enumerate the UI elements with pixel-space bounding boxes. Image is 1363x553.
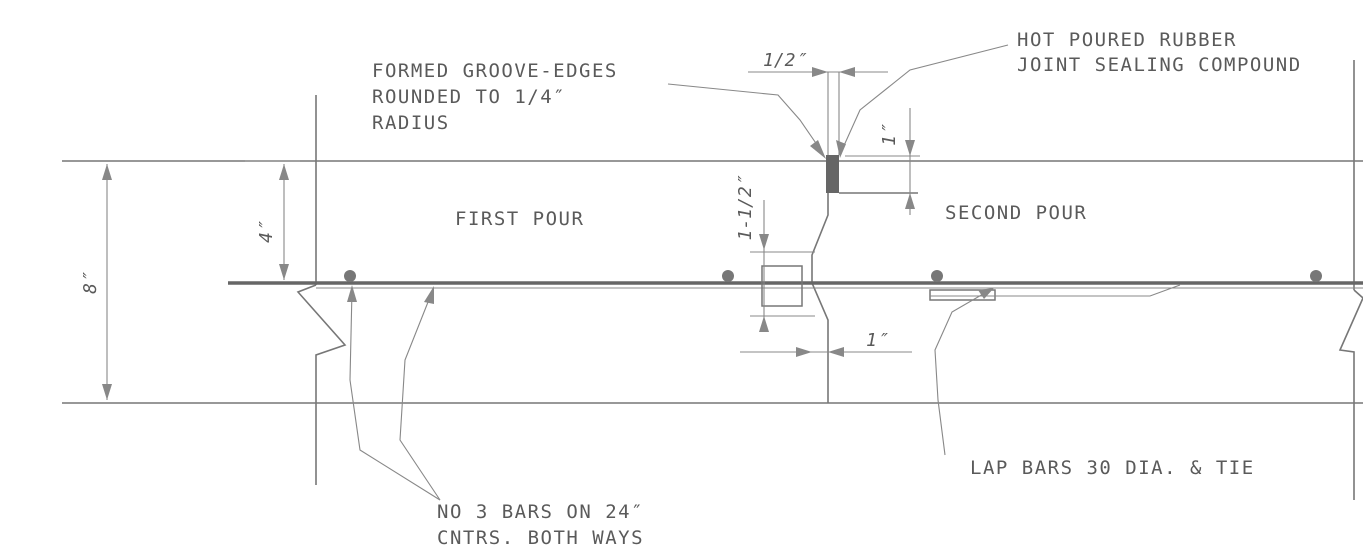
slab-outline <box>62 60 1363 500</box>
construction-joint <box>811 155 918 403</box>
formed-groove-line-2: ROUNDED TO 1/4″ <box>372 86 566 108</box>
second-pour-label: SECOND POUR <box>945 202 1087 224</box>
dimension-key-height-label: 1-1/2″ <box>735 175 756 240</box>
leader-lines <box>347 44 1009 501</box>
callout-no3-bars: NO 3 BARS ON 24″ CNTRS. BOTH WAYS <box>437 501 644 549</box>
dimension-slab-thickness-label: 8″ <box>80 272 101 294</box>
callout-hot-poured: HOT POURED RUBBER JOINT SEALING COMPOUND <box>1017 29 1302 76</box>
dimension-key-depth-label: 1″ <box>866 330 888 351</box>
dimension-key-height <box>750 200 815 332</box>
dimension-half-depth <box>245 160 300 280</box>
dimension-groove-width <box>748 67 888 155</box>
no3-bars-line-1: NO 3 BARS ON 24″ <box>437 501 644 523</box>
hot-poured-line-2: JOINT SEALING COMPOUND <box>1017 54 1302 76</box>
dimension-half-depth-label: 4″ <box>256 221 277 243</box>
dimension-slab-thickness <box>102 164 112 400</box>
first-pour-label: FIRST POUR <box>455 208 584 230</box>
dimension-groove-depth <box>845 108 920 215</box>
callout-formed-groove: FORMED GROOVE-EDGES ROUNDED TO 1/4″ RADI… <box>372 60 618 134</box>
formed-groove-line-3: RADIUS <box>372 112 450 134</box>
dimension-groove-depth-label: 1″ <box>879 124 900 146</box>
formed-groove-line-1: FORMED GROOVE-EDGES <box>372 60 618 82</box>
lap-bars-label: LAP BARS 30 DIA. & TIE <box>970 457 1255 479</box>
dimension-key-depth <box>740 347 912 357</box>
no3-bars-line-2: CNTRS. BOTH WAYS <box>437 527 644 549</box>
dimension-groove-width-label: 1/2″ <box>763 50 807 71</box>
hot-poured-line-1: HOT POURED RUBBER <box>1017 29 1237 51</box>
reinforcement <box>228 265 1363 307</box>
sealant-groove <box>826 155 839 193</box>
